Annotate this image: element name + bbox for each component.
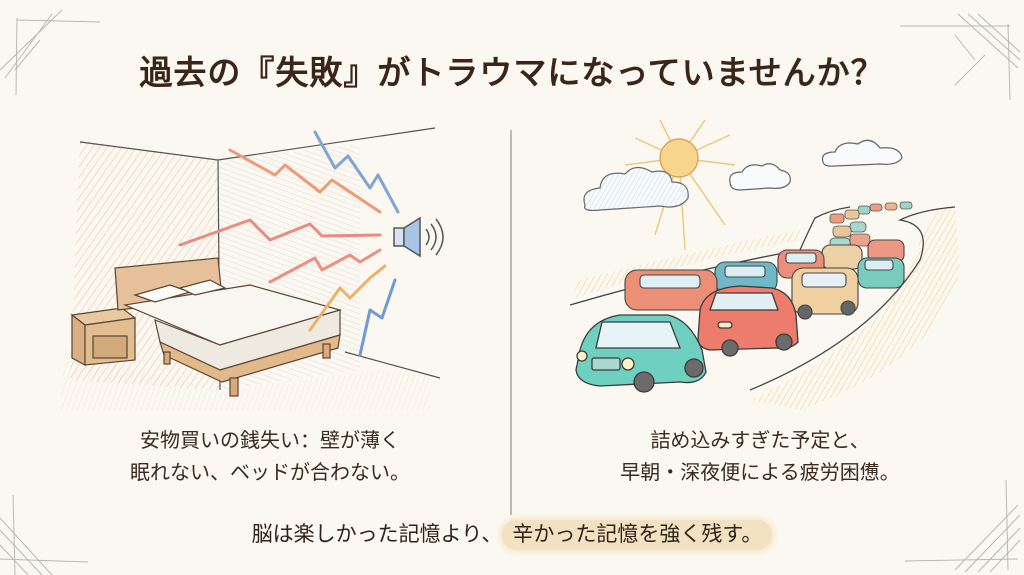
car — [575, 314, 707, 393]
cloud — [729, 163, 791, 191]
car — [697, 285, 799, 357]
cloud — [821, 139, 903, 167]
car — [791, 267, 859, 320]
caption-line: 早朝・深夜便による疲労困憊。 — [620, 460, 900, 484]
footer-plain-text: 脳は楽しかった記憶より、 — [251, 522, 503, 546]
caption-line: 眠れない、ベッドが合わない。 — [130, 460, 410, 484]
car — [624, 269, 718, 311]
speaker-icon — [393, 216, 444, 258]
footer-highlight-text: 辛かった記憶を強く残す。 — [502, 520, 773, 550]
caption-overpacked-schedule: 詰め込みすぎた予定と、 早朝・深夜便による疲労困憊。 — [560, 424, 960, 488]
caption-line: 安物買いの銭失い：壁が薄く — [140, 428, 400, 452]
panel-divider — [510, 130, 512, 515]
bedroom-noise-illustration — [60, 127, 444, 410]
traffic-jam-illustration — [569, 119, 960, 410]
nightstand — [70, 307, 137, 367]
noise-bolt — [178, 218, 382, 247]
caption-line: 詰め込みすぎた予定と、 — [650, 428, 870, 452]
noise-bolt — [308, 264, 387, 332]
footer-message: 脳は楽しかった記憶より、辛かった記憶を強く残す。 — [0, 518, 1024, 550]
slide-title: 過去の『失敗』がトラウマになっていませんか？ — [139, 53, 885, 92]
noise-bolt — [268, 248, 382, 284]
caption-cheap-lodging: 安物買いの銭失い：壁が薄く 眠れない、ベッドが合わない。 — [70, 424, 470, 488]
noise-bolt — [313, 130, 400, 214]
car — [857, 257, 905, 289]
noise-bolt — [358, 278, 397, 357]
car — [821, 244, 863, 270]
noise-bolt — [228, 148, 382, 214]
sun — [624, 119, 736, 251]
car — [714, 261, 778, 293]
bed — [114, 257, 343, 397]
